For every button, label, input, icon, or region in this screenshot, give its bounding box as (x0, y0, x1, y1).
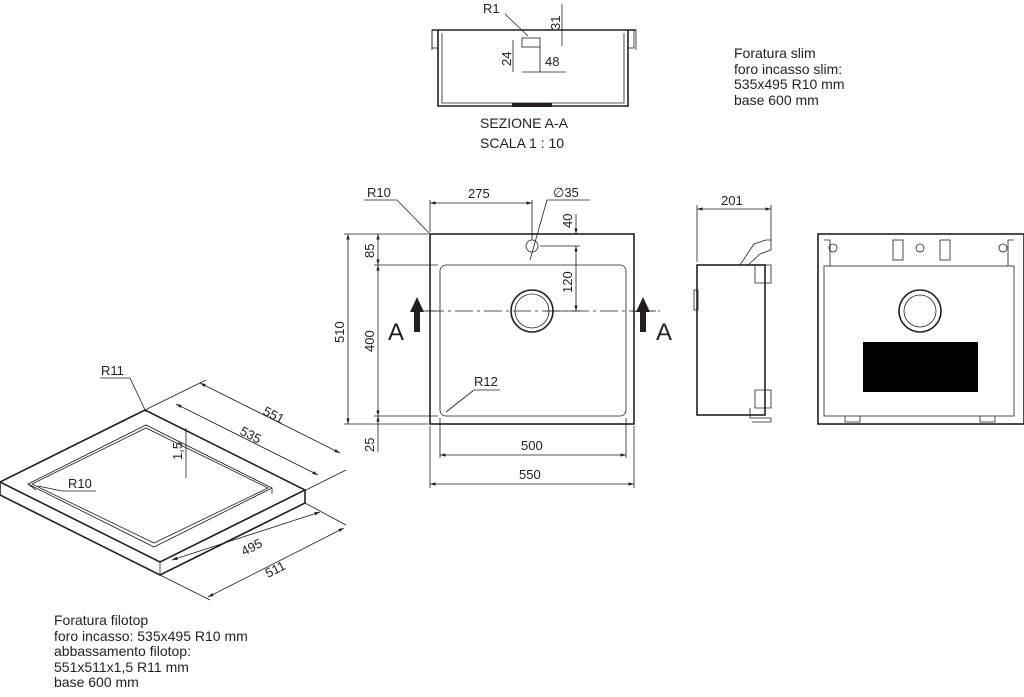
dim-iso-r10: R10 (68, 476, 92, 491)
note-line: base 600 mm (734, 91, 819, 108)
dim-500: 500 (521, 438, 543, 453)
dim-dia35: ∅35 (553, 185, 579, 200)
note-line: Foratura slim (734, 45, 816, 61)
dim-r12: R12 (474, 374, 498, 389)
note-line: 535x495 R10 mm (734, 76, 845, 92)
dim-1-5: 1,5 (170, 442, 185, 460)
section-mark-right: A (656, 319, 672, 346)
dim-24: 24 (499, 52, 514, 66)
tap-hole (525, 239, 539, 253)
dim-31: 31 (548, 16, 563, 30)
bottom-view (817, 233, 1024, 425)
side-view: 201 (693, 193, 772, 423)
dim-48: 48 (545, 54, 559, 69)
dim-535: 535 (238, 423, 264, 446)
overflow-slot (863, 342, 978, 392)
dim-120: 120 (560, 271, 575, 293)
note-line: base 600 mm (54, 674, 139, 690)
section-scale: SCALA 1 : 10 (480, 135, 564, 151)
dim-r11: R11 (101, 363, 124, 378)
note-line: 551x511x1,5 R11 mm (54, 658, 189, 675)
dim-510: 510 (332, 321, 347, 343)
iso-view: R11 551 535 1,5 R10 495 511 (0, 363, 347, 601)
dim-275: 275 (468, 186, 490, 201)
section-mark-left: A (388, 319, 404, 346)
notes-slim: Foratura slim foro incasso slim: 535x495… (734, 45, 845, 108)
dim-551: 551 (261, 403, 287, 426)
note-line: abbassamento filotop: (54, 643, 191, 659)
dim-201: 201 (721, 193, 743, 208)
dim-495: 495 (239, 535, 265, 558)
notes-filotop: Foratura filotop foro incasso: 535x495 R… (54, 612, 248, 691)
dim-r1: R1 (483, 1, 500, 16)
top-view: 275 R10 ∅35 40 120 510 85 400 25 R12 (332, 185, 672, 488)
dim-r10: R10 (367, 185, 391, 200)
dim-85: 85 (362, 244, 377, 258)
section-title: SEZIONE A-A (480, 115, 569, 131)
dim-40: 40 (560, 214, 575, 228)
note-line: foro incasso slim: (734, 60, 843, 77)
note-line: Foratura filotop (54, 612, 149, 628)
dim-511: 511 (263, 558, 288, 581)
note-line: foro incasso: 535x495 R10 mm (54, 627, 248, 644)
dim-25: 25 (362, 438, 377, 452)
dim-550: 550 (519, 467, 541, 482)
dim-400: 400 (362, 330, 377, 352)
section-view: R1 31 24 48 SEZIONE A-A SCALA 1 : 10 (431, 1, 637, 151)
